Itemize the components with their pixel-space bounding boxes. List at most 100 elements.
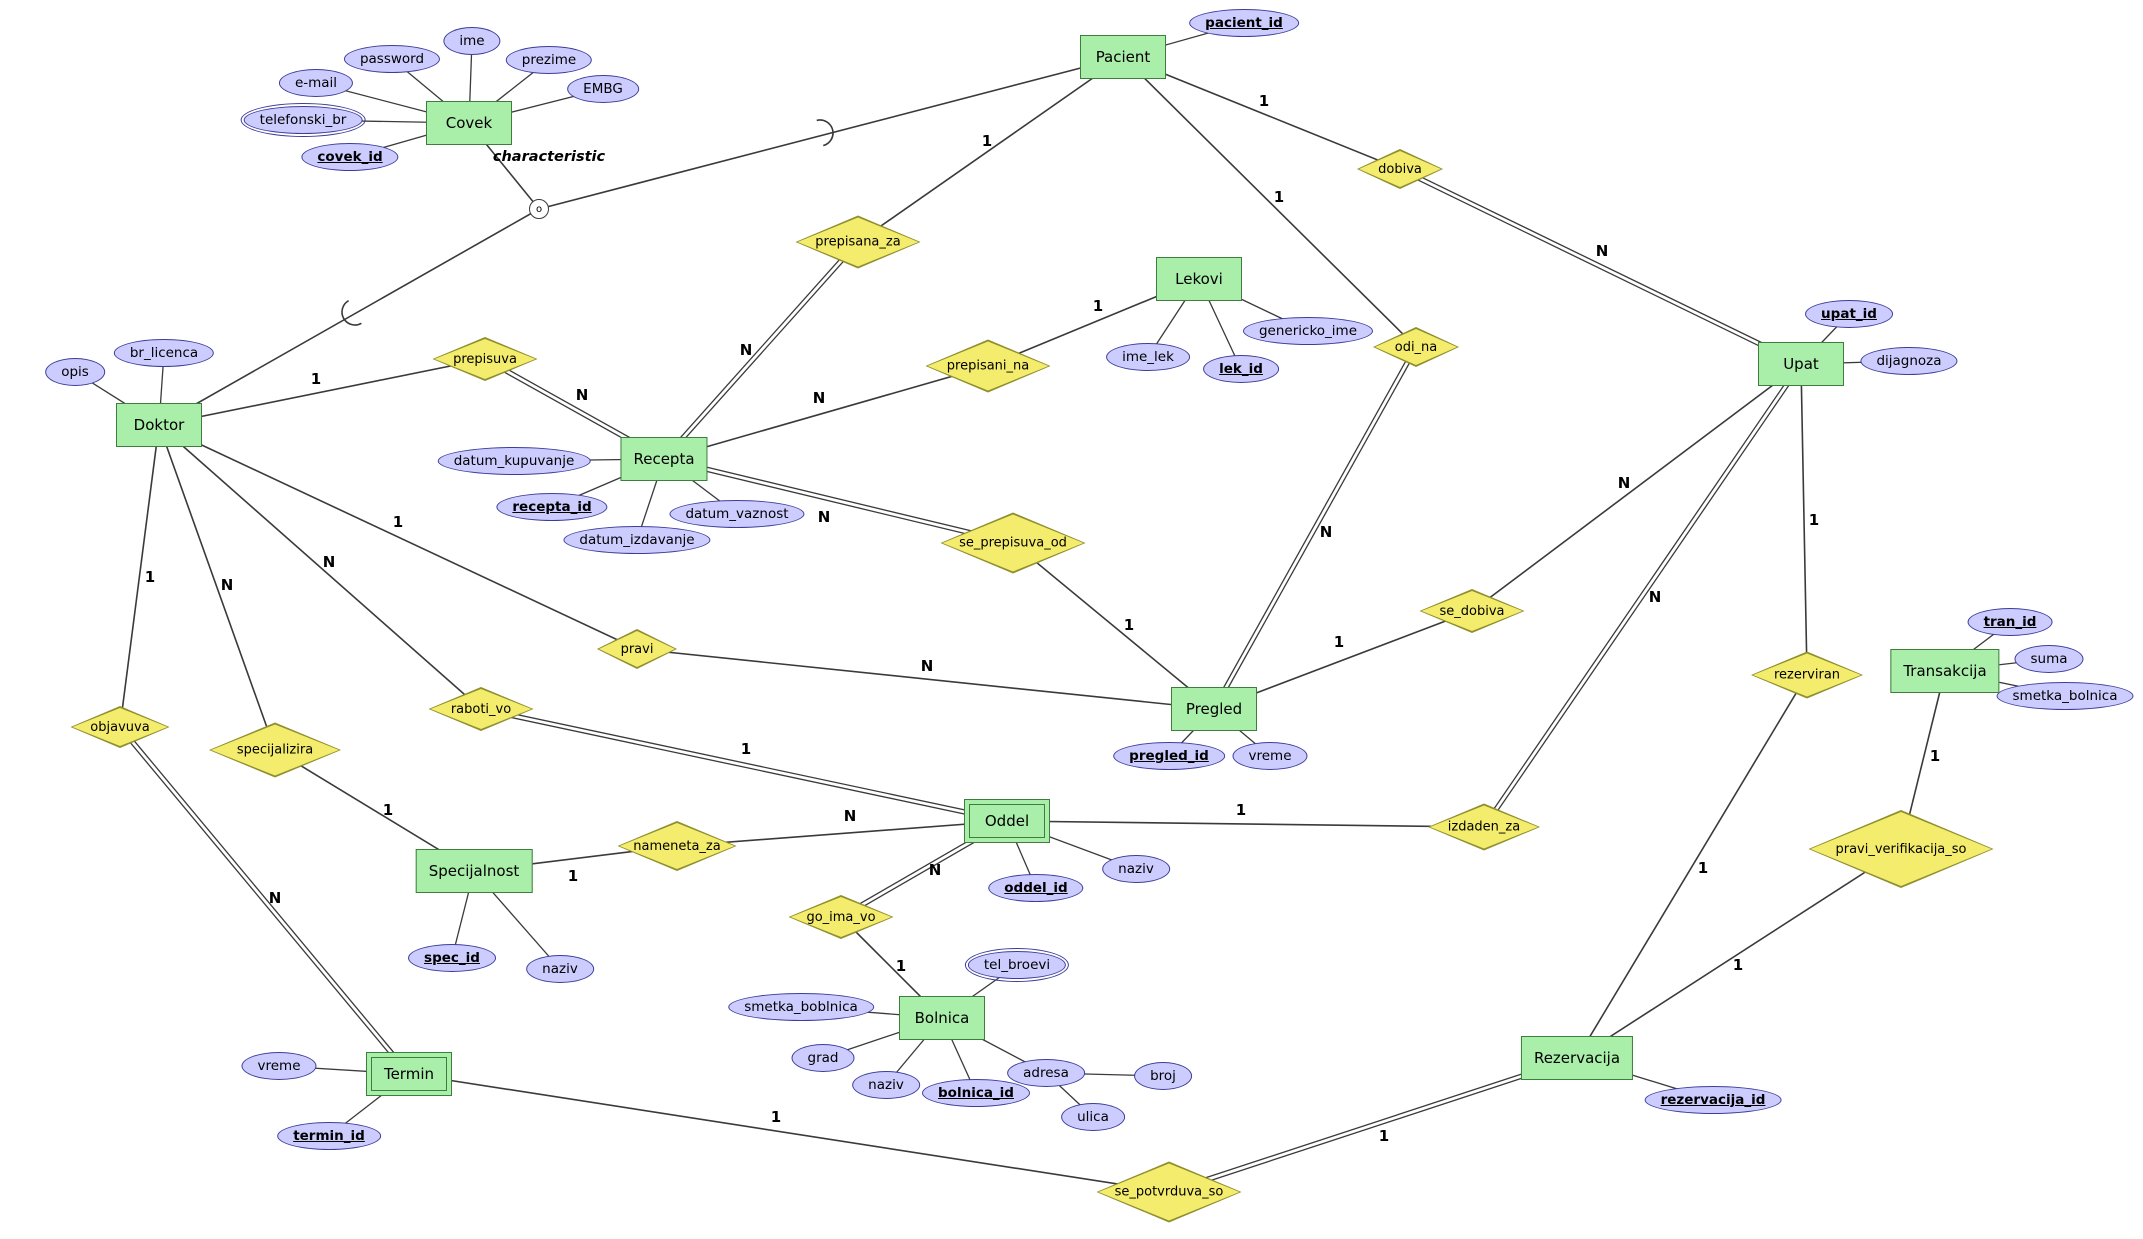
cardinality-label-oddel-go_ima_vo: N	[928, 861, 942, 879]
edge-category-pacient	[538, 56, 1124, 210]
cardinality-label-prepisuva-recepta: N	[575, 386, 589, 404]
attribute-covek_id: covek_id	[301, 143, 399, 171]
relationship-specijalizira: specijalizira	[209, 722, 341, 778]
edge-core-recepta-se_prepisuva_od	[663, 457, 1014, 545]
relationship-nameneta_za: nameneta_za	[617, 821, 737, 871]
relationship-label: pravi_verifikacija_so	[1835, 841, 1967, 857]
relationship-dobiva: dobiva	[1357, 149, 1443, 189]
entity-oddel: Oddel	[964, 799, 1050, 843]
cardinality-label-pravi-pregled: N	[920, 657, 934, 675]
cardinality-label-se_dobiva-pregled: 1	[1333, 633, 1345, 651]
entity-pregled: Pregled	[1171, 687, 1257, 731]
attribute-grad: grad	[791, 1044, 855, 1072]
attribute-ime_lek: ime_lek	[1106, 343, 1190, 371]
relationship-izdaden_za: izdaden_za	[1428, 803, 1540, 851]
relationship-label: dobiva	[1378, 161, 1422, 177]
annotation-characteristic: characteristic	[492, 149, 606, 165]
cardinality-label-objavuva-termin: N	[268, 889, 282, 907]
attribute-datum_vaznost: datum_vaznost	[669, 500, 805, 528]
attribute-br_licenca: br_licenca	[113, 339, 215, 367]
subset-arc-icon	[341, 300, 362, 326]
entity-pacient: Pacient	[1080, 35, 1166, 79]
attribute-genericko_ime: genericko_ime	[1242, 317, 1374, 345]
attribute-rezervacija_id: rezervacija_id	[1644, 1086, 1782, 1114]
entity-bolnica: Bolnica	[899, 996, 985, 1040]
entity-specijalnost: Specijalnost	[415, 849, 533, 893]
cardinality-label-oddel-izdaden_za: 1	[1235, 801, 1247, 819]
attribute-e-mail: e-mail	[278, 69, 354, 97]
edge-nameneta_za-oddel	[676, 820, 1008, 847]
entity-upat: Upat	[1758, 342, 1844, 386]
entity-covek: Covek	[426, 101, 512, 145]
cardinality-label-odi_na-pregled: N	[1319, 523, 1333, 541]
attribute-broj: broj	[1134, 1062, 1192, 1090]
relationship-label: prepisana_za	[815, 234, 901, 250]
relationship-go_ima_vo: go_ima_vo	[788, 895, 894, 939]
edge-core-odi_na-pregled	[1212, 346, 1418, 710]
relationship-prepisani_na: prepisani_na	[925, 339, 1051, 393]
attribute-datum_izdavanje: datum_izdavanje	[563, 526, 711, 554]
attribute-EMBG: EMBG	[567, 75, 639, 103]
edge-doktor-specijalizira	[158, 424, 276, 751]
edge-se_prepisuva_od-pregled	[1012, 542, 1215, 710]
edge-pravi-pregled	[636, 648, 1215, 710]
attribute-datum_kupuvanje: datum_kupuvanje	[437, 447, 591, 475]
cardinality-label-recepta-se_prepisuva_od: N	[817, 508, 831, 526]
attribute-vreme_termin: vreme	[241, 1052, 317, 1080]
attribute-vreme_pregled: vreme	[1232, 742, 1308, 770]
attribute-telefonski_br: telefonski_br	[240, 102, 366, 138]
edge-pacient-odi_na	[1122, 56, 1417, 348]
attribute-tran_id: tran_id	[1967, 608, 2053, 636]
entity-doktor: Doktor	[116, 403, 202, 447]
cardinality-label-raboti_vo-oddel: 1	[740, 740, 752, 758]
attribute-naziv_bolnica: naziv	[852, 1071, 920, 1099]
edge-pacient-dobiva	[1122, 56, 1401, 170]
relationship-label: odi_na	[1394, 339, 1438, 355]
cardinality-label-prepisana_za-recepta: N	[739, 341, 753, 359]
edge-doktor-prepisuva	[158, 358, 486, 426]
edge-doktor-pravi	[158, 424, 638, 650]
attribute-suma: suma	[2014, 645, 2084, 673]
relationship-label: objavuva	[90, 719, 150, 735]
edge-core-objavuva-termin	[118, 726, 411, 1075]
cardinality-label-pacient-prepisana_za: 1	[981, 132, 993, 150]
cardinality-label-termin-se_potvrduva_so: 1	[770, 1108, 782, 1126]
attribute-termin_id: termin_id	[277, 1122, 381, 1150]
relationship-label: prepisuva	[453, 351, 517, 367]
cardinality-label-nameneta_za-oddel: N	[843, 807, 857, 825]
edge-upat-se_dobiva	[1471, 363, 1802, 612]
edge-core-prepisana_za-recepta	[662, 241, 860, 460]
edge-prepisani_na-recepta	[663, 365, 989, 460]
relationship-label: go_ima_vo	[806, 909, 876, 925]
cardinality-label-dobiva-upat: N	[1595, 242, 1609, 260]
relationship-label: rezerviran	[1773, 667, 1841, 683]
cardinality-label-upat-se_dobiva: N	[1617, 474, 1631, 492]
edge-core-se_potvrduva_so-rezervacija	[1168, 1056, 1578, 1194]
attribute-lek_id: lek_id	[1203, 355, 1279, 383]
cardinality-label-pacient-dobiva: 1	[1258, 92, 1270, 110]
attribute-smetka_bolnica: smetka_bolnica	[1996, 682, 2134, 710]
attribute-ulica: ulica	[1061, 1103, 1125, 1131]
cardinality-label-upat-rezerviran: 1	[1808, 511, 1820, 529]
attribute-tel_broevi: tel_broevi	[964, 947, 1070, 983]
edge-oddel-izdaden_za	[1006, 820, 1485, 828]
attribute-smetka_boblnica: smetka_boblnica	[728, 993, 874, 1021]
category-circle-icon: o	[529, 199, 549, 219]
relationship-rezerviran: rezerviran	[1751, 651, 1863, 699]
subset-arc-icon	[816, 119, 834, 147]
attribute-opis: opis	[45, 358, 105, 386]
cardinality-label-doktor-prepisuva: 1	[310, 370, 322, 388]
attribute-adresa: adresa	[1007, 1059, 1085, 1087]
cardinality-label-transakcija-pravi_verifikacija_so: 1	[1929, 747, 1941, 765]
relationship-prepisana_za: prepisana_za	[795, 215, 921, 269]
cardinality-label-prepisani_na-recepta: N	[812, 389, 826, 407]
cardinality-label-pravi_verifikacija_so-rezervacija: 1	[1732, 956, 1744, 974]
attribute-prezime: prezime	[505, 46, 593, 74]
edge-core-raboti_vo-oddel	[480, 707, 1008, 823]
attribute-upat_id: upat_id	[1805, 300, 1893, 328]
edge-category-doktor	[158, 208, 540, 426]
cardinality-label-izdaden_za-upat: N	[1648, 588, 1662, 606]
attribute-recepta_id: recepta_id	[496, 493, 608, 521]
relationship-se_potvrduva_so: se_potvrduva_so	[1096, 1161, 1242, 1223]
